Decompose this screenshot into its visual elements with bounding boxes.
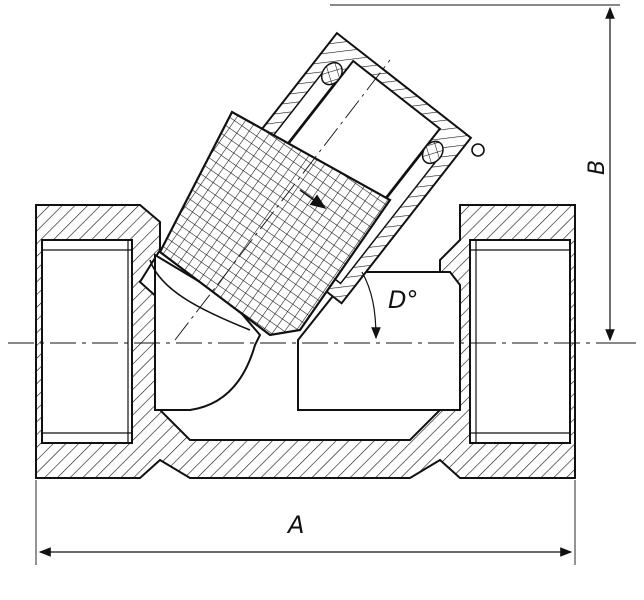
drain-hole-icon bbox=[471, 143, 485, 157]
valve-body bbox=[35, 204, 576, 479]
dimension-a-label: A bbox=[286, 511, 304, 539]
left-port-bore bbox=[41, 239, 133, 444]
dimension-d-label: D° bbox=[388, 286, 418, 314]
right-port-bore bbox=[469, 239, 571, 444]
dimension-b-label: B bbox=[585, 160, 610, 175]
inlet-chamber bbox=[154, 253, 262, 411]
filter-mesh bbox=[158, 110, 392, 337]
dimension-d bbox=[361, 271, 381, 340]
filter-axis bbox=[174, 59, 391, 341]
dimension-a bbox=[35, 480, 576, 565]
dimension-b bbox=[330, 4, 636, 344]
